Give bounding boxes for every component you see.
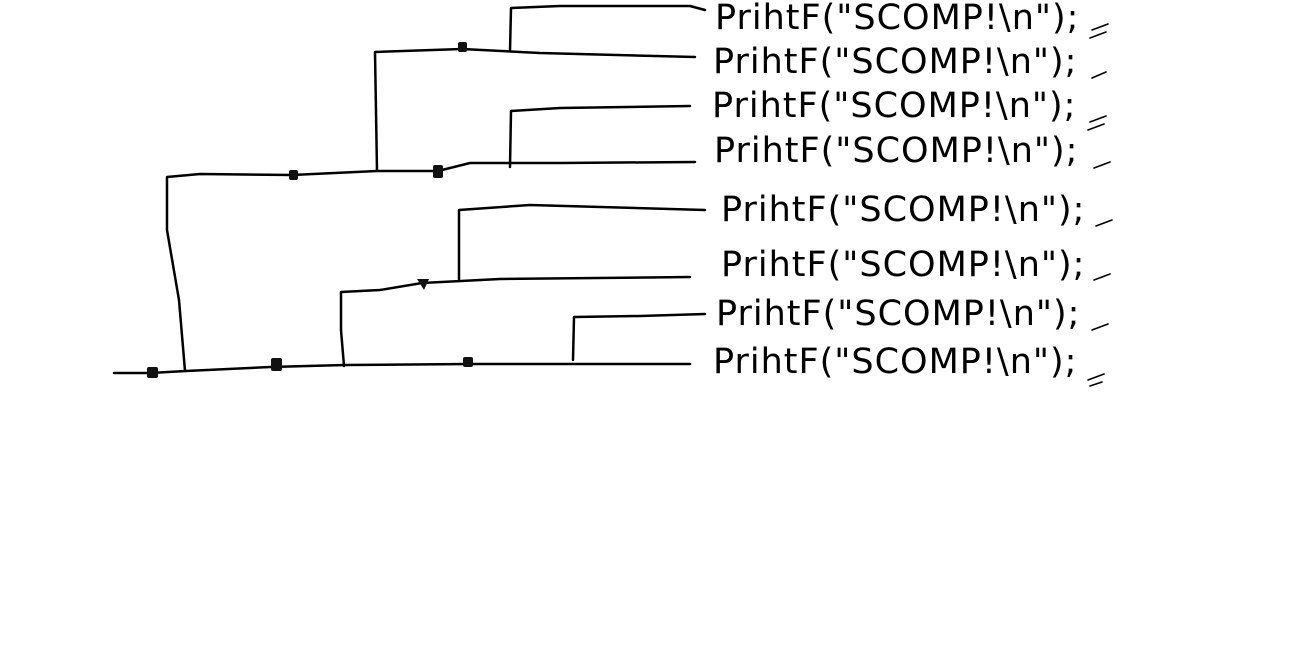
upper-second-pair-split (508, 104, 692, 169)
upper-subtree-line (290, 160, 697, 177)
fork-node-trunk-3 (463, 357, 473, 367)
scratch-mark-4 (1093, 161, 1111, 169)
leaf-label-2: PrihtF("SCOMP!\n"); (713, 42, 1077, 82)
leaf-label-6: PrihtF("SCOMP!\n"); (721, 245, 1085, 285)
top-pair-split (508, 4, 707, 53)
fork-1-vertical (165, 172, 294, 373)
fork-node-root (147, 367, 158, 378)
fork-node-upper-1 (289, 170, 298, 180)
scratch-mark-7 (1091, 323, 1109, 331)
scratch-mark-3 (1087, 115, 1107, 131)
leaf-labels: PrihtF("SCOMP!\n"); PrihtF("SCOMP!\n"); … (712, 0, 1085, 382)
fork-node-lower-mid (417, 279, 429, 290)
leaf-label-3: PrihtF("SCOMP!\n"); (712, 86, 1076, 126)
scratch-mark-2 (1091, 71, 1107, 79)
fork-node-trunk-2 (271, 358, 282, 371)
leaf-label-7: PrihtF("SCOMP!\n"); (716, 294, 1080, 334)
scratch-mark-6 (1093, 273, 1111, 281)
fork-node-upper-2 (433, 165, 443, 178)
leaf-label-4: PrihtF("SCOMP!\n"); (714, 131, 1078, 171)
leaf-label-5: PrihtF("SCOMP!\n"); (721, 190, 1085, 230)
scratch-mark-1 (1089, 23, 1109, 39)
fork-node-top (458, 42, 467, 52)
bottom-pair-split (571, 312, 707, 362)
scratch-mark-5 (1095, 219, 1113, 227)
leaf-label-1: PrihtF("SCOMP!\n"); (715, 0, 1079, 38)
fork-2-vertical (339, 275, 692, 368)
lower-mid-split (457, 203, 707, 281)
scratch-mark-8 (1087, 373, 1105, 387)
leaf-label-8: PrihtF("SCOMP!\n"); (713, 342, 1077, 382)
root-trunk-line (112, 362, 692, 375)
label-scratch-marks (1087, 23, 1113, 387)
